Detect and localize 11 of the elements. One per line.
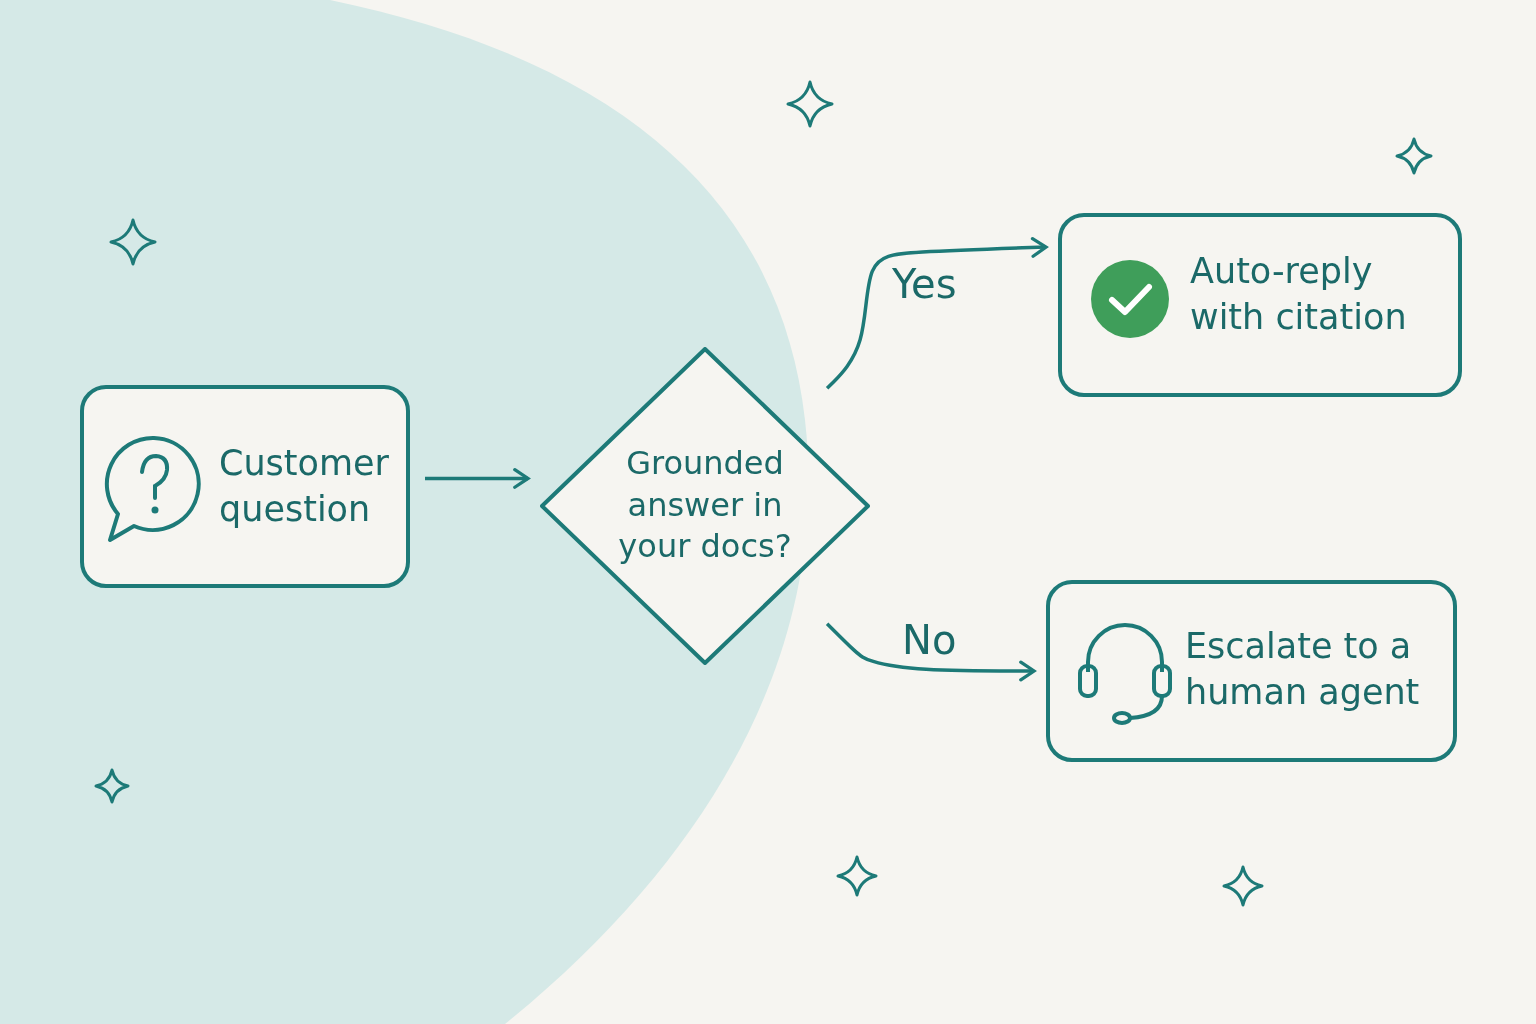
process-box [1058, 213, 1462, 397]
process-box [1046, 580, 1457, 762]
node-label: Escalate to a human agent [1185, 625, 1421, 714]
arrow [425, 468, 530, 489]
node-label: Auto-reply with citation [1190, 250, 1408, 339]
arrow [825, 237, 1048, 390]
process-box [80, 385, 410, 588]
decision-text: Grounded answer in your docs? [617, 443, 793, 568]
arrow [825, 622, 1036, 682]
decision-diamond [540, 347, 870, 665]
node-label: Customer question [219, 442, 389, 531]
